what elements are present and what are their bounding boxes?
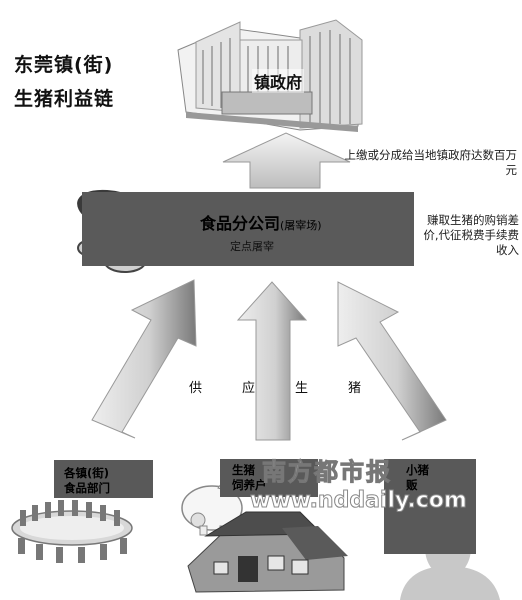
source-label: 各镇(街) 食品部门 [64,466,110,495]
company-name-suffix: (屠宰场) [280,219,322,232]
company-subtitle: 定点屠宰 [230,240,274,253]
source-town-food-dept: 各镇(街) 食品部门 [54,460,153,498]
watermark-brand: 南方都市报 [262,458,392,487]
watermark-url: www.nddaily.com [250,488,468,514]
company-name-main: 食品分公司 [200,214,281,233]
supply-label-char-1: 供 [189,381,203,396]
company-box [82,192,414,266]
up-arrow-to-government [222,132,351,189]
supply-label-char-4: 猪 [348,381,362,396]
company-side-note: 赚取生猪的购销差价,代征税费手续费收入 [423,213,519,257]
house-icon [187,511,348,593]
source-pig-farmers: 生猪 饲养户 [220,459,318,497]
source-label: 生猪 饲养户 [232,463,267,492]
supply-arrow-middle [236,281,308,441]
company-name: 食品分公司(屠宰场) [200,210,322,234]
diagram-title-line1: 东莞镇(街) [14,54,114,76]
source-label: 小猪 贩 [406,463,429,492]
government-label: 镇政府 [252,69,305,93]
supply-label-char-3: 生 [295,381,309,396]
conference-table-icon [11,500,133,563]
government-note: 上缴或分成给当地镇政府达数百万元 [344,148,518,177]
source-pig-dealers: 小猪 贩 [384,459,476,554]
supply-label-char-2: 应 [242,381,256,396]
supply-arrow-left [91,279,197,439]
diagram-title-line2: 生猪利益链 [14,88,115,110]
supply-arrow-right [337,281,447,441]
